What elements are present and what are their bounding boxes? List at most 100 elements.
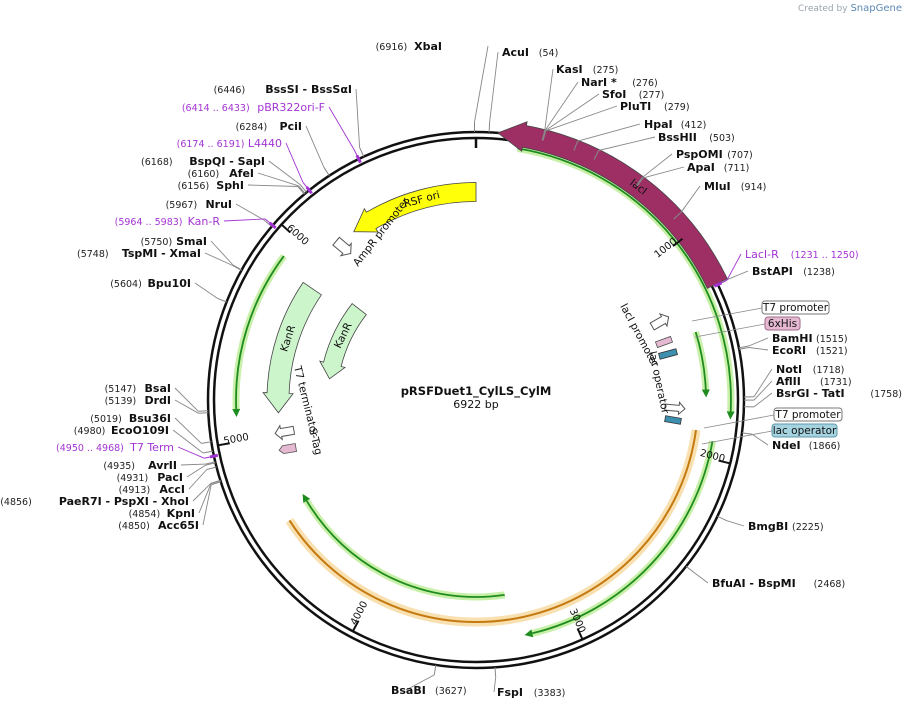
site-leader (356, 89, 360, 148)
boxed-label-leader (704, 415, 774, 428)
site-position: (412) (681, 120, 707, 131)
site-position: (54) (539, 48, 559, 59)
site-name: EcoRI (772, 344, 806, 357)
site-leader-stub (207, 467, 217, 470)
site-position: (5147) (105, 384, 137, 395)
site-position: (1515) (816, 334, 848, 345)
site-leader (306, 126, 324, 167)
ampr-promoter-arrow (331, 235, 356, 259)
site-name: AcuI (502, 46, 529, 59)
site-leader (754, 381, 772, 400)
t7-promoter-arrow (649, 311, 672, 333)
site-position: (6446) (214, 85, 246, 96)
site-name: BsrGI - TatI (776, 387, 845, 400)
orf-arc-glow (307, 501, 505, 597)
lac-operator-mark-2 (665, 416, 682, 425)
plasmid-size: 6922 bp (453, 398, 498, 411)
boxed-label-text: T7 promoter (774, 409, 841, 421)
site-position: (276) (632, 78, 658, 89)
snapgene-watermark: Created by SnapGene (798, 3, 902, 14)
boxed-label-leader (692, 308, 762, 321)
scale-tick-label: 4000 (349, 600, 371, 628)
site-name: BssHII (658, 131, 697, 144)
site-leader (178, 447, 204, 458)
site-leader (578, 124, 640, 141)
site-position: (2225) (792, 522, 824, 533)
site-leader (681, 186, 700, 212)
orf-arrowhead (232, 409, 240, 417)
orf-arrowhead (702, 389, 710, 397)
site-leader (187, 465, 206, 477)
site-name: BspQI - SapI (189, 155, 265, 168)
site-name: Bpu10I (148, 277, 192, 290)
site-position: (4850) (118, 521, 150, 532)
site-leader (173, 430, 203, 453)
site-leader (749, 338, 768, 346)
lac-operator-mark-1 (659, 349, 678, 359)
site-name: Bsu36I (129, 412, 171, 425)
site-position: (4856) (0, 497, 32, 508)
site-leader (199, 484, 211, 513)
site-name: HpaI (644, 118, 673, 131)
feature-inner-label: lac operator (646, 350, 671, 415)
site-name: BstAPI (752, 265, 793, 278)
feature-arrow (263, 282, 321, 412)
t7-terminator-arrow (274, 423, 295, 440)
watermark-prefix: Created by (798, 4, 848, 14)
primer-name: T7 Term (129, 441, 174, 454)
site-position: (275) (593, 65, 619, 76)
site-name: BssSI - BssSαI (265, 83, 352, 96)
primer-position: (5964 .. 5983) (115, 217, 183, 228)
site-name: PciI (280, 120, 302, 133)
scale-tick-label: 6000 (284, 223, 310, 248)
his-tag-mark (655, 336, 672, 347)
site-position: (707) (727, 150, 753, 161)
site-position: (3383) (534, 688, 566, 699)
feature-inner-label: S-Tag (306, 427, 324, 456)
site-name: PacI (157, 471, 183, 484)
site-leader (727, 521, 745, 526)
site-name: AfeI (229, 167, 254, 180)
site-leader-stub (233, 265, 242, 270)
site-leader (211, 241, 233, 265)
site-leader-stub (495, 667, 496, 677)
site-name: Acc65I (158, 519, 199, 532)
site-leader (754, 393, 772, 407)
site-position: (1718) (813, 365, 845, 376)
site-leader-stub (324, 167, 329, 175)
site-leader (545, 94, 599, 131)
site-leader (694, 573, 708, 584)
site-name: TspMI - XmaI (122, 247, 201, 260)
site-leader-stub (718, 516, 727, 520)
site-position: (1238) (803, 267, 835, 278)
site-position: (6156) (178, 181, 210, 192)
plasmid-name: pRSFDuet1_CylLS_CylM (401, 384, 552, 399)
site-position: (711) (724, 163, 750, 174)
site-position: (6916) (376, 42, 408, 53)
site-leader (175, 388, 198, 411)
site-position: (4854) (129, 509, 161, 520)
watermark-brand: SnapGene (850, 3, 902, 14)
site-position: (4935) (103, 461, 135, 472)
site-leader (749, 348, 768, 351)
site-leader (203, 485, 211, 525)
site-name: BmgBI (748, 520, 788, 533)
site-leader (754, 369, 772, 397)
site-name: KasI (556, 63, 583, 76)
site-leader (258, 173, 299, 186)
site-position: (914) (741, 182, 767, 193)
primer-position: (4950 .. 4968) (56, 443, 124, 454)
primer-name: LacI-R (745, 248, 779, 261)
site-name: PluTI (620, 100, 651, 113)
site-name: PspOMI (676, 148, 723, 161)
site-leader-stub (686, 566, 694, 572)
orf-arrowhead (726, 411, 734, 419)
site-name: BfuAI - BspMI (712, 577, 796, 590)
site-name: AvrII (148, 459, 177, 472)
site-name: NruI (205, 198, 232, 211)
site-leader (546, 106, 617, 131)
site-leader (175, 400, 198, 413)
boxed-label-text: T7 promoter (762, 302, 829, 314)
site-leader (189, 470, 207, 490)
